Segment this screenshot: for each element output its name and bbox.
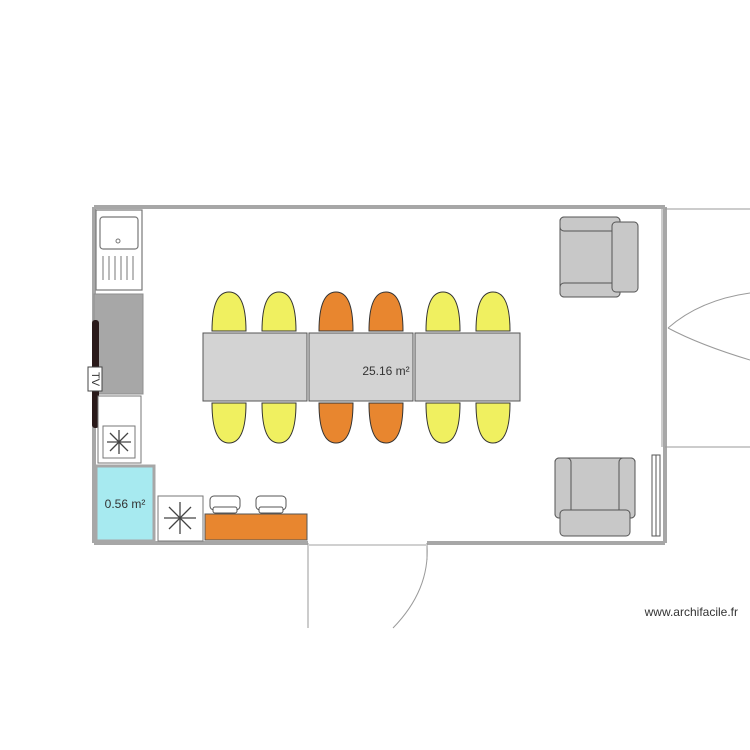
grey-cabinet xyxy=(93,293,144,395)
table-2 xyxy=(308,332,414,402)
snowflake-icon-2 xyxy=(164,502,196,534)
orange-counter xyxy=(204,513,308,541)
small-room: 0.56 m² xyxy=(94,464,156,543)
armchair-bottom-back xyxy=(559,509,631,537)
armchair-bottom xyxy=(554,457,636,537)
chair xyxy=(261,402,297,444)
dining-tables xyxy=(202,332,521,402)
chair xyxy=(261,291,297,332)
chairs-bottom xyxy=(211,402,511,444)
chair xyxy=(211,291,247,332)
sink-basin xyxy=(99,216,139,250)
bottom-door-swing xyxy=(392,544,428,629)
small-room-area-label: 0.56 m² xyxy=(105,497,146,511)
sink xyxy=(95,209,143,291)
armchair-top xyxy=(559,216,639,298)
table-3 xyxy=(414,332,521,402)
table-1 xyxy=(202,332,308,402)
chair xyxy=(425,402,461,444)
right-door-swing-bottom xyxy=(667,327,750,361)
chair xyxy=(475,291,511,332)
main-room-area-label: 25.16 m² xyxy=(362,364,409,378)
chair xyxy=(368,291,404,332)
tv-label-box xyxy=(87,366,103,392)
bottom-door xyxy=(307,543,428,629)
armchair-top-back xyxy=(611,221,639,293)
freezer-left xyxy=(97,395,142,464)
watermark: www.archifacile.fr xyxy=(644,605,738,619)
stools xyxy=(209,495,287,514)
walls xyxy=(92,205,667,545)
chair xyxy=(475,402,511,444)
window-right xyxy=(651,454,661,537)
small-room-fill xyxy=(94,464,156,543)
sink-drain xyxy=(115,238,121,244)
freezer-bottom xyxy=(157,495,204,542)
tv: TV xyxy=(87,320,103,428)
chair xyxy=(368,402,404,444)
chair xyxy=(318,402,354,444)
tv-label: TV xyxy=(89,372,101,387)
chair xyxy=(425,291,461,332)
chairs-top xyxy=(211,291,511,332)
right-door xyxy=(661,208,750,448)
chair xyxy=(318,291,354,332)
chair xyxy=(211,402,247,444)
right-door-swing-top xyxy=(667,292,750,329)
